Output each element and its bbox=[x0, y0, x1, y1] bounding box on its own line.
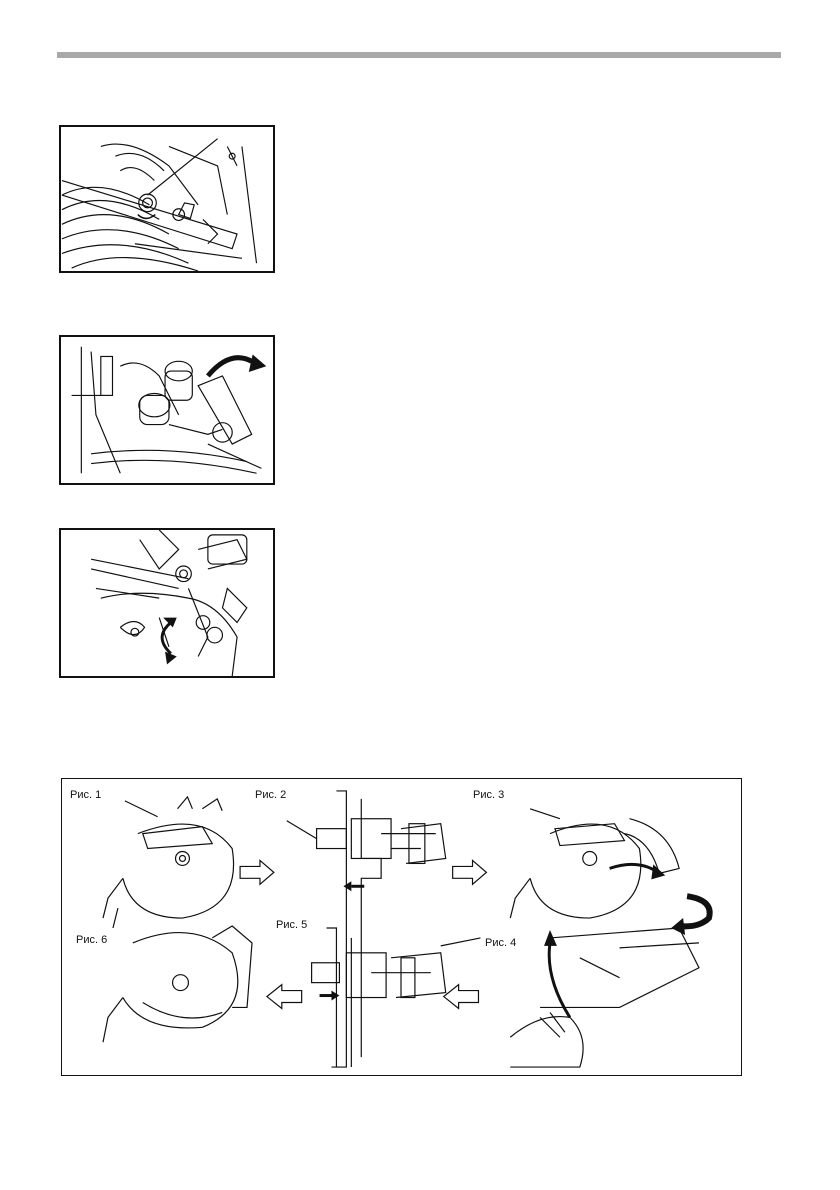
lever-drawing bbox=[61, 337, 273, 483]
step-label-3: Рис. 3 bbox=[473, 789, 504, 801]
step-label-6: Рис. 6 bbox=[76, 934, 107, 946]
header-rule bbox=[57, 52, 781, 58]
step-label-1: Рис. 1 bbox=[70, 789, 101, 801]
illustration-bolt-loosen bbox=[59, 125, 275, 273]
illustration-shaft-lock bbox=[59, 528, 275, 678]
step-label-5: Рис. 5 bbox=[276, 919, 307, 931]
saw-guard-bolt-drawing bbox=[61, 127, 273, 271]
step-label-4: Рис. 4 bbox=[485, 937, 516, 949]
steps-drawing bbox=[62, 779, 741, 1075]
shaft-lock-drawing bbox=[61, 530, 273, 676]
step-label-2: Рис. 2 bbox=[255, 789, 286, 801]
blade-replacement-steps-panel: Рис. 1 Рис. 2 Рис. 3 Рис. 4 Рис. 5 Рис. … bbox=[61, 778, 742, 1076]
illustration-lever-lift bbox=[59, 335, 275, 485]
